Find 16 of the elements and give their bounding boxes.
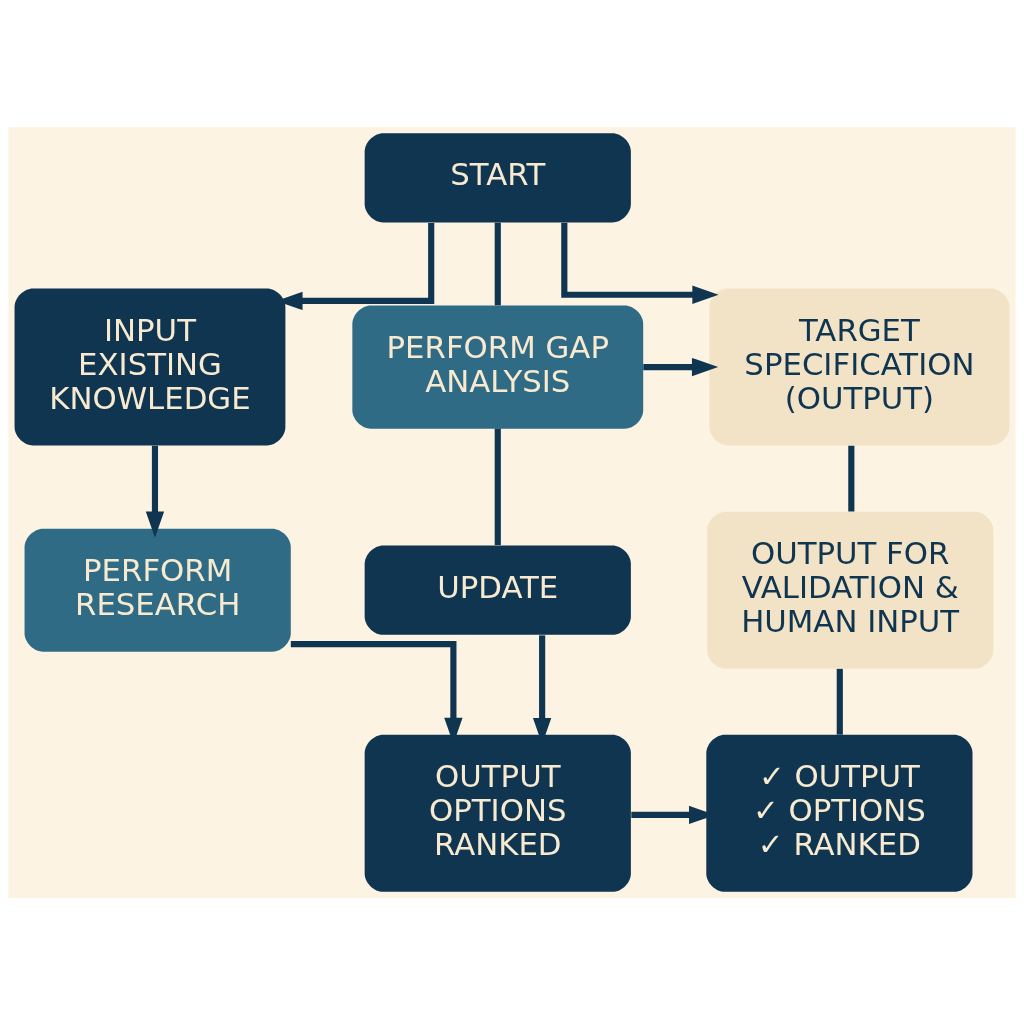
node-box: UPDATE xyxy=(364,545,631,635)
node-box: START xyxy=(364,132,631,222)
node-box: INPUT EXISTING KNOWLEDGE xyxy=(14,288,286,446)
node-box: PERFORM GAP ANALYSIS xyxy=(352,305,644,429)
connector xyxy=(494,222,501,305)
arrow xyxy=(561,222,719,304)
connector xyxy=(494,428,501,545)
arrow xyxy=(145,445,165,538)
node-box: PERFORM RESEARCH xyxy=(24,528,291,652)
connector xyxy=(848,445,855,511)
node-box: OUTPUT FOR VALIDATION & HUMAN INPUT xyxy=(707,511,994,669)
node-box: ✓ OUTPUT ✓ OPTIONS ✓ RANKED xyxy=(706,734,973,892)
node-box: TARGET SPECIFICATION (OUTPUT) xyxy=(709,288,1010,446)
arrow xyxy=(643,357,719,376)
connector xyxy=(836,668,843,735)
node-box: OUTPUT OPTIONS RANKED xyxy=(364,734,631,892)
